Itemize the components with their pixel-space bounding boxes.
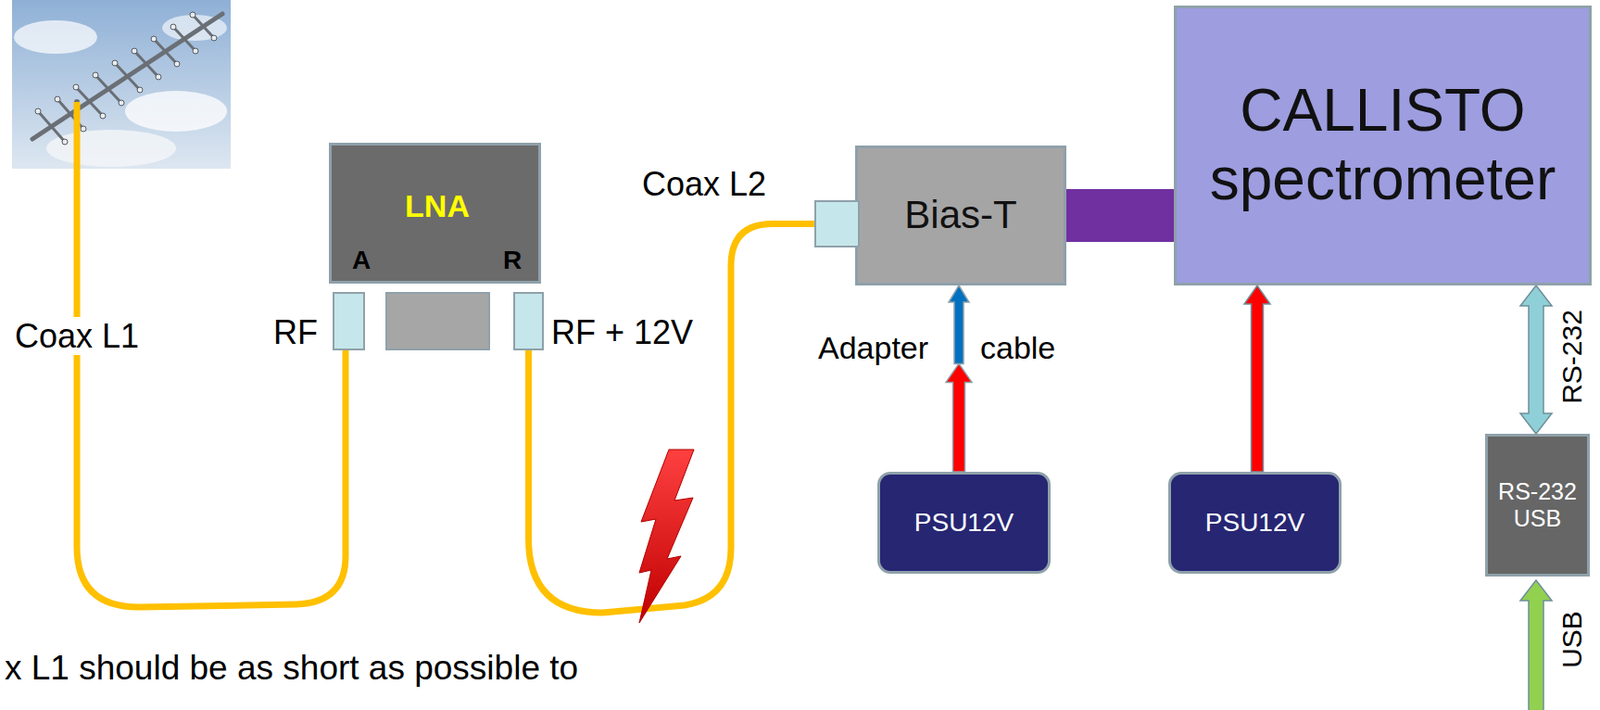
port-label: RF (270, 313, 321, 352)
port-label: RF + 12V (548, 313, 696, 352)
text-group: PSU12V (1205, 507, 1305, 538)
spectrometer-box: CALLISTO spectrometer (1173, 5, 1592, 286)
box-title: CALLISTO spectrometer (1184, 76, 1582, 214)
rf-port (814, 200, 860, 248)
rf-port (332, 291, 366, 351)
rf-connector (1065, 188, 1175, 242)
antenna-element-tips (35, 12, 217, 145)
cable-label: cable (977, 329, 1059, 366)
cable-label: Coax L1 (12, 316, 142, 355)
port-letter: A (352, 245, 371, 276)
text-group: RS-232 USB (1496, 478, 1580, 532)
power-arrow (1244, 285, 1271, 472)
box-title: PSU12V (914, 507, 1014, 538)
text-group: PSU12V (914, 507, 1014, 538)
signal-label: RS-232 (1556, 306, 1589, 407)
text-group: CALLISTO spectrometer (1184, 76, 1582, 214)
amplifier-housing (385, 291, 491, 351)
sky-photo (12, 0, 231, 169)
power-supply-box: PSU12V (1168, 471, 1342, 574)
cable-label: Coax L2 (639, 164, 769, 203)
yagi-antenna (32, 13, 223, 169)
usb-converter-box: RS-232 USB (1485, 433, 1590, 577)
usb-arrow (1520, 579, 1552, 710)
power-adapter-arrow (945, 285, 972, 472)
box-title: RS-232 USB (1496, 478, 1580, 532)
port-letter: R (503, 245, 522, 276)
coax-cable (529, 224, 816, 614)
bias-tee-box: Bias-T (855, 145, 1067, 286)
rf-port (513, 291, 544, 351)
cable-label: Adapter (815, 329, 932, 366)
serial-arrow (1520, 285, 1552, 434)
text-group: Bias-T (904, 192, 1017, 238)
box-title: Bias-T (904, 192, 1017, 238)
power-supply-box: PSU12V (877, 471, 1051, 574)
amplifier-box: LNA A R (328, 142, 542, 284)
cloud (125, 90, 227, 132)
box-title: PSU12V (1205, 507, 1305, 538)
lightning-symbol (639, 449, 694, 623)
signal-label: USB (1556, 607, 1589, 671)
cloud (13, 20, 98, 54)
cloud (46, 129, 177, 167)
note-text: x L1 should be as short as possible to (1, 648, 581, 689)
box-title: LNA (404, 188, 470, 225)
